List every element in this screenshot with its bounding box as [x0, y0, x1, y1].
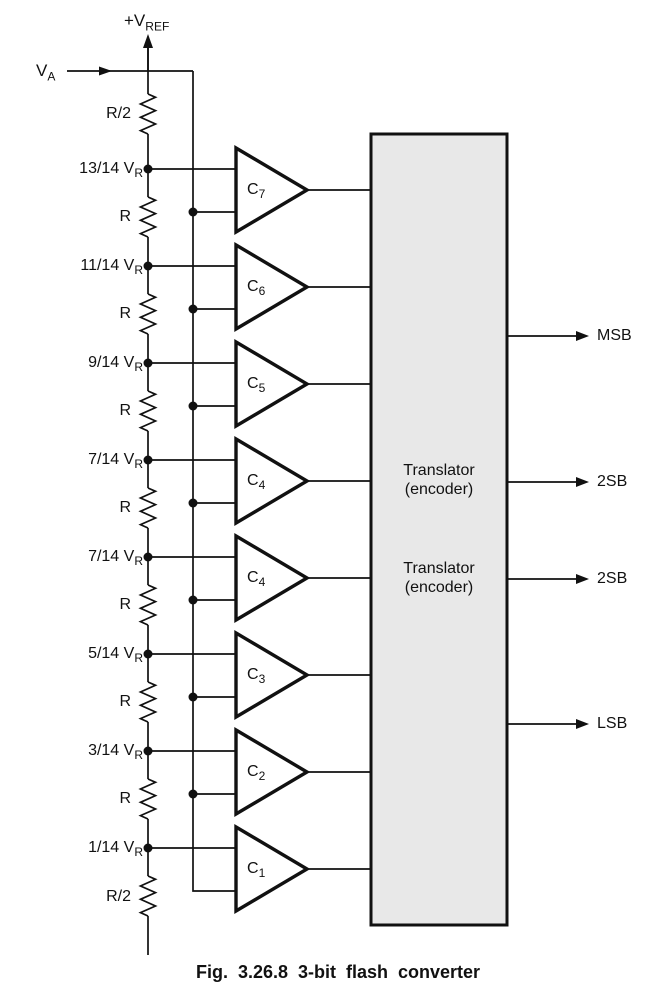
resistor-label-6: R	[119, 693, 131, 710]
resistor-symbol-r2	[139, 293, 157, 335]
resistor-symbol-r2-bottom	[139, 875, 157, 917]
2sb2-arrowhead-icon	[576, 574, 589, 584]
analog-input-line	[67, 66, 193, 76]
output-lines	[507, 331, 589, 729]
tap-label-7-14-b: 7/14 VR	[88, 548, 143, 569]
resistor-label-r2-bottom: R/2	[106, 888, 131, 905]
resistor-label-1: R	[119, 208, 131, 225]
resistor-symbol-r4	[139, 487, 157, 529]
tap-label-11-14: 11/14 VR	[80, 257, 143, 278]
tap-label-5-14: 5/14 VR	[88, 645, 143, 666]
resistor-symbol-r7	[139, 778, 157, 820]
output-label-2sb-1: 2SB	[597, 473, 628, 490]
tap-stub-lines	[148, 168, 236, 849]
encoder-label-1-line1: Translator	[403, 462, 475, 479]
bus-stub-lines	[193, 211, 236, 795]
resistor-label-7: R	[119, 790, 131, 807]
up-arrowhead-icon	[143, 34, 153, 48]
vref-label: +VREF	[124, 11, 170, 34]
resistor-symbol-r5	[139, 584, 157, 626]
comparator-label-c4a: C4	[247, 472, 266, 493]
resistor-symbol-r3	[139, 390, 157, 432]
output-label-2sb-2: 2SB	[597, 570, 628, 587]
figure-caption: Fig. 3.26.8 3-bit flash converter	[195, 962, 481, 982]
comparator-label-c6: C6	[247, 278, 266, 299]
tap-label-9-14: 9/14 VR	[88, 354, 143, 375]
comparator-label-c3: C3	[247, 666, 266, 687]
resistor-label-4: R	[119, 499, 131, 516]
2sb-arrowhead-icon	[576, 477, 589, 487]
comparator-label-c2: C2	[247, 763, 266, 784]
encoder-block	[369, 132, 509, 927]
resistor-symbol-r1	[139, 196, 157, 238]
vref-arrow	[143, 34, 153, 71]
encoder-label-2-line2: (encoder)	[404, 579, 474, 596]
resistor-label-5: R	[119, 596, 131, 613]
lsb-arrowhead-icon	[576, 719, 589, 729]
encoder-label-1-line2: (encoder)	[404, 481, 474, 498]
tap-label-13-14: 13/14 VR	[79, 160, 143, 181]
ladder-tap-dots	[143, 164, 153, 853]
encoder-label-2: Translator (encoder)	[371, 559, 507, 597]
comparator-label-c1: C1	[247, 860, 266, 881]
encoder-label-2-line1: Translator	[403, 560, 475, 577]
msb-arrowhead-icon	[576, 331, 589, 341]
tap-label-7-14-a: 7/14 VR	[88, 451, 143, 472]
output-label-lsb: LSB	[597, 715, 628, 732]
va-label: VA	[36, 61, 56, 84]
output-label-msb: MSB	[597, 327, 632, 344]
resistor-label-r2-top: R/2	[106, 105, 131, 122]
tap-label-1-14: 1/14 VR	[88, 839, 143, 860]
comparator-label-c7: C7	[247, 181, 266, 202]
comparator-label-c5: C5	[247, 375, 266, 396]
resistor-label-2: R	[119, 305, 131, 322]
comparator-output-lines	[305, 189, 371, 870]
resistor-label-3: R	[119, 402, 131, 419]
analog-bus	[192, 71, 236, 892]
comparator-label-c4b: C4	[247, 569, 266, 590]
resistor-symbol-r6	[139, 681, 157, 723]
bus-junction-dots	[188, 207, 198, 799]
tap-label-3-14: 3/14 VR	[88, 742, 143, 763]
encoder-label-1: Translator (encoder)	[371, 461, 507, 499]
right-arrowhead-icon	[99, 66, 112, 76]
resistor-symbol-r2-top	[139, 93, 157, 135]
reference-ladder	[139, 46, 157, 955]
